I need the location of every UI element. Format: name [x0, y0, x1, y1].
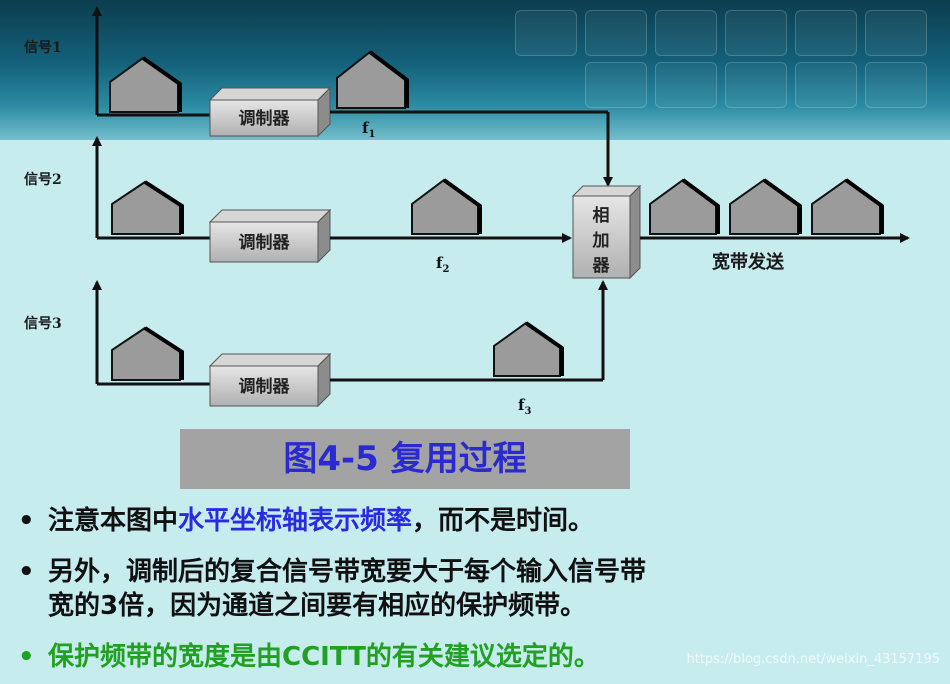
bullet-2-line-2: 宽的3倍，因为通道之间要有相应的保护频带。 — [48, 591, 587, 621]
signal-2-label: 信号2 — [24, 171, 62, 188]
signal-3-label: 信号3 — [24, 315, 62, 332]
output-spectrum-2 — [729, 178, 802, 235]
signal-row-1: 调制器 f1 信号1 — [24, 6, 613, 187]
frequency-label-f2: f2 — [436, 254, 449, 275]
header-banner — [0, 0, 950, 140]
adder-label-2: 加 — [592, 231, 610, 251]
frequency-label-f3: f3 — [518, 396, 531, 417]
modulator-2: 调制器 — [208, 208, 332, 264]
bullet-1-highlight: 水平坐标轴表示频率 — [178, 506, 413, 536]
bullet-dot: • — [18, 642, 35, 672]
signal-row-2: 调制器 f2 信号2 — [24, 136, 572, 275]
bullet-2-line-1: 另外，调制后的复合信号带宽要大于每个输入信号带 — [48, 557, 647, 587]
adder-label-3: 器 — [592, 256, 611, 276]
bullet-1-after: ，而不是时间。 — [412, 506, 595, 536]
signal-3-modulated-spectrum — [493, 321, 564, 377]
modulator-1-label: 调制器 — [239, 108, 291, 129]
output-spectrum-3 — [811, 178, 884, 235]
modulator-1: 调制器 — [208, 86, 332, 138]
broadband-output-label: 宽带发送 — [712, 251, 785, 273]
signal-row-3: 调制器 f3 信号3 — [24, 280, 608, 417]
modulator-3: 调制器 — [208, 352, 332, 408]
modulator-2-label: 调制器 — [239, 232, 291, 253]
signal-1-spectrum — [109, 56, 182, 113]
signal-2-modulated-spectrum — [411, 178, 482, 235]
bullet-3-text: 保护频带的宽度是由CCITT的有关建议选定的。 — [48, 642, 600, 672]
bullet-dot: • — [18, 506, 35, 536]
watermark-url: https://blog.csdn.net/weixin_43157195 — [686, 652, 940, 667]
bullet-1-before: 注意本图中 — [48, 506, 179, 536]
adder: 相 加 器 — [571, 184, 642, 280]
signal-1-modulated-spectrum — [336, 50, 409, 109]
frequency-label-f1: f1 — [362, 119, 375, 140]
adder-label-1: 相 — [593, 205, 610, 226]
bullet-1-text: 注意本图中水平坐标轴表示频率，而不是时间。 — [48, 504, 938, 538]
output-channel: 宽带发送 — [640, 178, 910, 273]
signal-3-spectrum — [111, 326, 184, 381]
bullet-dot: • — [18, 557, 35, 587]
multiplexing-diagram: 调制器 f1 信号1 调制器 f2 信号2 — [24, 6, 910, 417]
signal-1-label: 信号1 — [24, 39, 62, 56]
modulator-3-label: 调制器 — [239, 376, 291, 397]
bullet-2-text: 另外，调制后的复合信号带宽要大于每个输入信号带宽的3倍，因为通道之间要有相应的保… — [48, 555, 938, 623]
signal-2-spectrum — [111, 180, 184, 235]
figure-caption: 图4-5 复用过程 — [180, 429, 630, 489]
output-spectrum-1 — [649, 178, 720, 235]
